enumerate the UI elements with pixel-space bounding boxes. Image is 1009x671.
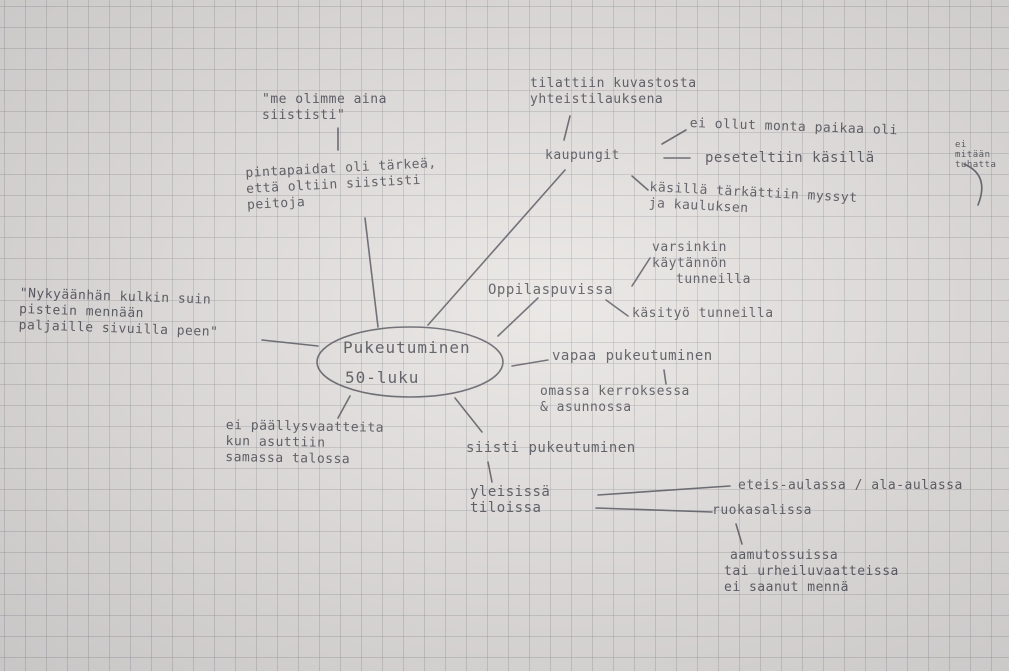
note-line: varsinkin xyxy=(652,240,727,255)
line-to-nykyaan xyxy=(261,339,319,347)
line-varsinkin xyxy=(631,257,651,287)
note-tilattiin: tilattiin kuvastosta yhteistilauksena xyxy=(530,76,697,108)
note-eteis: eteis-aulassa / ala-aulassa xyxy=(738,478,963,493)
line-to-oppilaspuvissa xyxy=(497,297,539,337)
line-to-siisti xyxy=(454,397,483,433)
note-omassa: omassa kerroksessa & asunnossa xyxy=(540,384,690,416)
line-kasityo xyxy=(605,299,629,317)
note-siisti: siisti pukeutuminen xyxy=(466,440,636,456)
line-ei-ollut xyxy=(661,129,687,145)
center-topic: Pukeutuminen 50-luku xyxy=(343,333,471,393)
note-yleisissa: yleisissä tiloissa xyxy=(470,484,550,516)
note-line: aamutossuissa xyxy=(730,548,839,563)
note-line: mitään xyxy=(955,150,991,160)
note-line: "me olimme aina xyxy=(262,92,387,107)
quote-nykyaan: "Nykyäänhän kulkin suin pistein mennään … xyxy=(18,286,219,341)
note-line: yhteistilauksena xyxy=(530,92,664,107)
note-line: tilattiin kuvastosta xyxy=(530,76,697,91)
line-to-kaupungit xyxy=(427,169,566,326)
bracket-ei-mitaan xyxy=(963,163,983,206)
line-to-vapaa xyxy=(511,359,549,367)
center-title: Pukeutuminen xyxy=(343,338,471,357)
note-line: ei xyxy=(955,140,967,150)
line-aamutossuissa xyxy=(735,523,743,545)
note-line: & asunnossa xyxy=(540,400,632,415)
note-line: käytännön xyxy=(652,256,727,271)
line-eteis xyxy=(597,485,731,496)
line-to-ei-paallys xyxy=(337,395,351,419)
note-ruokasalissa: ruokasalissa xyxy=(712,503,812,518)
note-varsinkin: varsinkin käytännön tunneilla xyxy=(652,240,751,288)
line-ruokasalissa xyxy=(595,507,713,513)
note-aamutossuissa: aamutossuissa tai urheiluvaatteissa ei s… xyxy=(724,548,899,596)
note-ei-mitaan: ei mitään tuhatta xyxy=(955,140,996,170)
note-vapaa: vapaa pukeutuminen xyxy=(552,348,713,364)
center-subtitle: 50-luku xyxy=(345,368,420,387)
note-line: samassa talossa xyxy=(225,449,351,468)
note-line: omassa kerroksessa xyxy=(540,384,690,399)
line-kasilla xyxy=(631,175,649,191)
note-kasityo: käsityö tunneilla xyxy=(632,306,774,321)
note-line: ei saanut mennä xyxy=(724,580,849,595)
note-oppilaspuvissa: Oppilaspuvissa xyxy=(488,282,614,298)
line-omassa xyxy=(663,369,667,385)
note-pintapaidat: pintapaidat oli tärkeä, että oltiin siis… xyxy=(245,156,439,214)
note-line: yleisissä xyxy=(470,484,551,500)
center-ellipse xyxy=(316,326,504,398)
line-to-pintapaidat xyxy=(364,217,379,328)
line-tilattiin xyxy=(563,115,571,141)
quote-siististi: "me olimme aina siististi" xyxy=(262,92,387,124)
note-line: tunneilla xyxy=(676,272,751,287)
note-ei-paallysvaatteita: ei päällysvaatteita kun asuttiin samassa… xyxy=(225,418,384,469)
note-peseteltiin: peseteltiin käsillä xyxy=(705,150,875,166)
note-line: tiloissa xyxy=(470,500,542,516)
line-yleisissa xyxy=(487,461,493,483)
note-kaupungit: kaupungit xyxy=(545,148,620,163)
note-line: siististi" xyxy=(262,108,346,123)
note-line: tuhatta xyxy=(955,160,997,170)
note-line: tai urheiluvaatteissa xyxy=(724,564,899,579)
